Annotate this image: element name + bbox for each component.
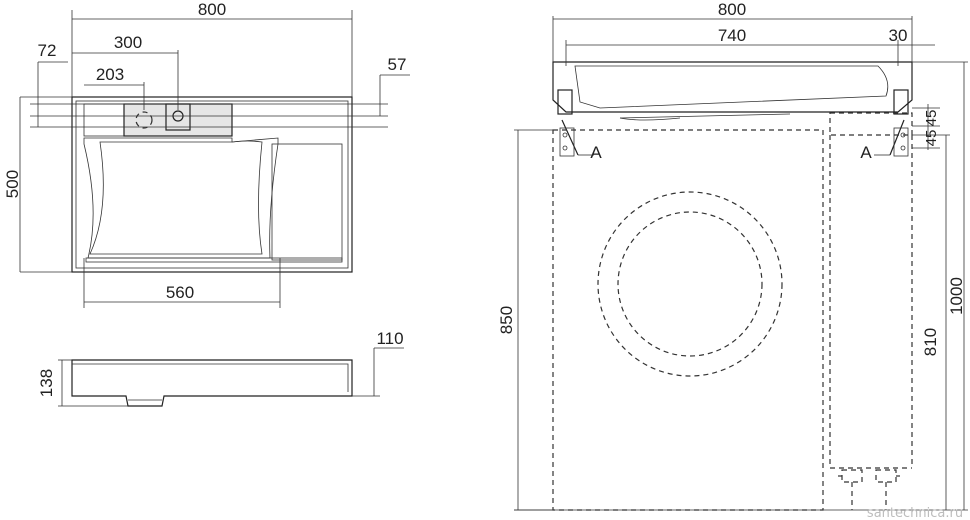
bowl-inner bbox=[89, 140, 263, 255]
dim-machine-height: 850 bbox=[497, 306, 516, 334]
dim-side-height: 138 bbox=[37, 369, 56, 397]
left-bracket bbox=[557, 89, 579, 157]
dim-side-rim: 110 bbox=[376, 329, 403, 348]
dim-top-width: 800 bbox=[198, 0, 226, 19]
dim-edge-offset: 72 bbox=[38, 41, 57, 60]
dim-outlet-height: 810 bbox=[921, 328, 940, 356]
dim-bowl-width: 560 bbox=[166, 283, 194, 302]
front-view: A A 800 740 30 bbox=[497, 0, 968, 511]
label-left-a: A bbox=[590, 143, 602, 162]
shelf-area bbox=[271, 143, 343, 261]
dim-total-height: 1000 bbox=[947, 277, 966, 315]
label-right-a: A bbox=[860, 143, 872, 162]
machine-door-inner bbox=[617, 211, 763, 357]
dim-front-width: 800 bbox=[718, 0, 746, 19]
right-bracket bbox=[889, 89, 909, 157]
bowl-outline bbox=[83, 137, 279, 259]
top-view: 800 300 72 203 57 500 560 bbox=[3, 0, 410, 308]
dim-depth: 500 bbox=[3, 170, 22, 198]
dim-overflow-offset: 203 bbox=[96, 65, 124, 84]
dim-right-offset: 57 bbox=[388, 55, 407, 74]
washing-machine-outline bbox=[552, 129, 824, 511]
watermark: santechnica.ru bbox=[867, 506, 963, 520]
dim-front-inner-width: 740 bbox=[718, 26, 746, 45]
top-outer-rim bbox=[71, 96, 353, 273]
machine-door-outer bbox=[597, 191, 783, 377]
overflow-hole-icon bbox=[135, 111, 153, 129]
dim-bracket-b: 45 bbox=[923, 130, 940, 147]
top-inner-rim bbox=[75, 100, 349, 269]
dim-tap-offset: 300 bbox=[114, 33, 142, 52]
outlet-fittings bbox=[838, 469, 900, 510]
side-view: 138 110 bbox=[37, 329, 404, 407]
front-sink-bowl bbox=[574, 65, 889, 109]
wall-bracket-zone bbox=[829, 112, 913, 136]
side-profile bbox=[71, 359, 353, 407]
dim-bracket-offset: 30 bbox=[889, 26, 908, 45]
dim-bracket-a: 45 bbox=[923, 110, 940, 127]
front-sink-body bbox=[552, 61, 913, 113]
